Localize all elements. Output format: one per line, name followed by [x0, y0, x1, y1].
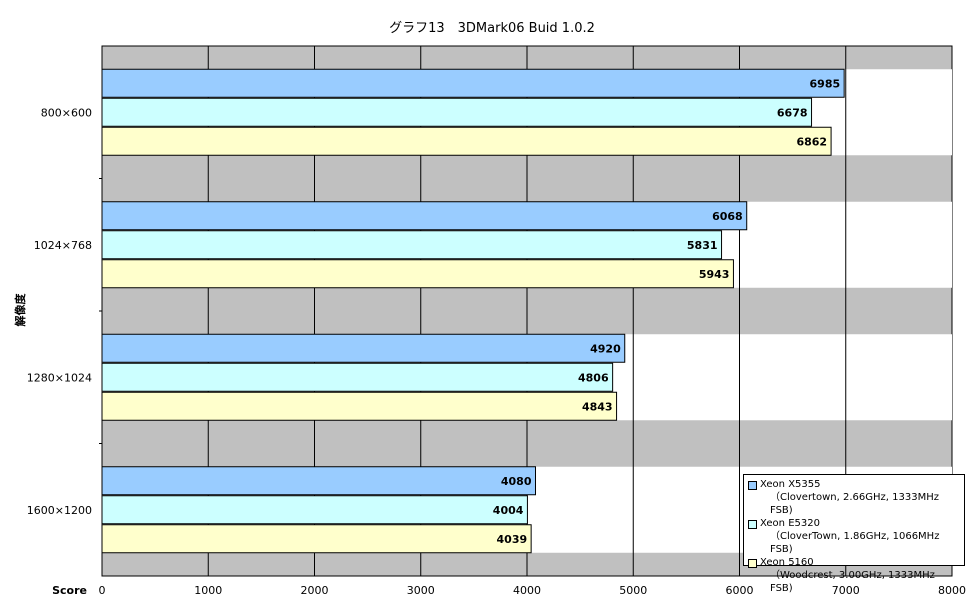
x-axis-label: Score — [52, 584, 87, 597]
bar-data-label: 4806 — [578, 371, 609, 384]
bar-data-label: 5943 — [699, 268, 730, 281]
bar — [101, 68, 845, 98]
x-tick-label: 6000 — [726, 584, 754, 597]
x-tick-label: 1000 — [194, 584, 222, 597]
bar-data-label: 4843 — [582, 400, 613, 413]
bar — [101, 230, 723, 260]
bar — [101, 524, 532, 554]
legend-entry-5160: Xeon 5160 （Woodcrest, 3.00GHz, 1333MHz F… — [748, 556, 960, 595]
x-tick-label: 0 — [99, 584, 106, 597]
bar — [101, 201, 748, 231]
chart-title: グラフ13 3DMark06 Buid 1.0.2 — [389, 21, 595, 36]
legend-series-name: Xeon 5160 — [760, 557, 814, 568]
legend-series-name: Xeon X5355 — [760, 479, 821, 490]
y-category-label: 800×600 — [41, 106, 92, 119]
y-category-label: 1024×768 — [34, 239, 92, 252]
bar-data-label: 4080 — [501, 475, 532, 488]
legend-series-detail: （Clovertown, 2.66GHz, 1333MHz FSB) — [770, 492, 939, 516]
legend-swatch-icon — [748, 559, 757, 568]
bar-data-label: 5831 — [687, 239, 718, 252]
bar-data-label: 4920 — [590, 342, 621, 355]
legend-swatch-icon — [748, 520, 757, 529]
bar-data-label: 4039 — [497, 533, 528, 546]
x-tick-label: 4000 — [513, 584, 541, 597]
bar-data-label: 4004 — [493, 504, 524, 517]
legend-series-name: Xeon E5320 — [760, 518, 820, 529]
x-tick-label: 2000 — [301, 584, 329, 597]
bar-data-label: 6985 — [810, 77, 841, 90]
x-tick-label: 3000 — [407, 584, 435, 597]
bar — [101, 495, 528, 525]
bar — [101, 97, 813, 127]
legend-entry-e5320: Xeon E5320 （CloverTown, 1.86GHz, 1066MHz… — [748, 517, 960, 556]
x-tick-label: 7000 — [832, 584, 860, 597]
bar — [101, 466, 536, 496]
bar — [101, 259, 734, 289]
legend-swatch-icon — [748, 481, 757, 490]
legend-entry-x5355: Xeon X5355 （Clovertown, 2.66GHz, 1333MHz… — [748, 478, 960, 517]
legend-series-detail: （Woodcrest, 3.00GHz, 1333MHz FSB) — [770, 570, 935, 594]
y-category-label: 1280×1024 — [27, 371, 92, 384]
bar-data-label: 6678 — [777, 106, 808, 119]
y-category-label: 1600×1200 — [27, 504, 92, 517]
bar — [101, 362, 614, 392]
y-axis-label: 解像度 — [13, 293, 27, 327]
bar — [101, 333, 626, 363]
x-tick-label: 5000 — [619, 584, 647, 597]
chart-legend: Xeon X5355 （Clovertown, 2.66GHz, 1333MHz… — [743, 474, 965, 594]
bar — [101, 391, 618, 421]
bar — [101, 126, 832, 156]
legend-series-detail: （CloverTown, 1.86GHz, 1066MHz FSB) — [770, 531, 940, 555]
bar-data-label: 6862 — [796, 135, 827, 148]
x-tick-label: 8000 — [938, 584, 966, 597]
bar-data-label: 6068 — [712, 210, 743, 223]
